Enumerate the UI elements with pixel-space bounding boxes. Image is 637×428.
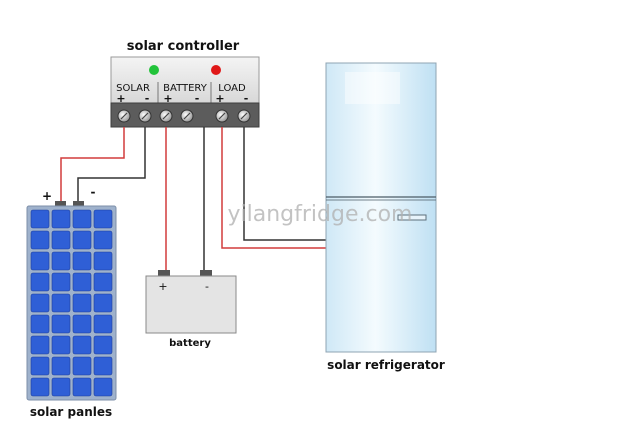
battery-label: battery <box>169 338 211 349</box>
battery-terminal-negative <box>200 270 212 277</box>
screw-slot <box>162 112 170 120</box>
solar-plus-sign: + <box>116 92 125 105</box>
solar-cell <box>72 293 92 313</box>
battery-body <box>145 275 237 334</box>
screw-slot <box>141 112 149 120</box>
solar-cell <box>51 335 71 355</box>
wire-solar-negative <box>77 127 146 203</box>
solar-cell <box>93 335 113 355</box>
solar-cell <box>30 356 50 376</box>
solar-cell <box>72 209 92 229</box>
load-plus-sign: + <box>215 92 224 105</box>
solar-cell <box>93 209 113 229</box>
panel-cells <box>30 209 113 397</box>
fridge-handle <box>397 214 427 221</box>
solar-cell <box>30 335 50 355</box>
solar-cell <box>72 272 92 292</box>
solar-minus-sign: - <box>145 92 150 105</box>
solar-cell <box>93 356 113 376</box>
solar-cell <box>30 314 50 334</box>
battery-plus-sign: + <box>158 280 167 293</box>
wire-load-positive <box>221 127 326 249</box>
solar-cell <box>93 251 113 271</box>
battery: + - battery <box>145 270 237 349</box>
solar-controller: solar controller SOLAR BATTERY LOAD + - … <box>110 39 260 128</box>
solar-cell <box>93 230 113 250</box>
controller-title: solar controller <box>127 39 240 54</box>
solar-cell <box>30 209 50 229</box>
solar-cell <box>93 377 113 397</box>
panel-terminal-negative <box>73 201 84 207</box>
wire-solar-positive <box>60 127 125 203</box>
panel-terminal-positive <box>55 201 66 207</box>
terminal-group-battery: BATTERY <box>163 83 208 94</box>
battery-minus-sign: - <box>195 92 200 105</box>
solar-cell <box>51 356 71 376</box>
panel-minus-sign: - <box>91 185 96 199</box>
solar-cell <box>72 335 92 355</box>
solar-cell <box>30 230 50 250</box>
solar-cell <box>51 377 71 397</box>
terminal-group-solar: SOLAR <box>116 83 150 94</box>
wire-load-negative <box>243 127 326 241</box>
solar-cell <box>51 314 71 334</box>
solar-cell <box>72 314 92 334</box>
battery-plus-sign: + <box>163 92 172 105</box>
solar-cell <box>51 209 71 229</box>
solar-cell <box>93 293 113 313</box>
solar-cell <box>30 293 50 313</box>
solar-panel: + - solar panles <box>26 185 117 419</box>
screw-slot <box>120 112 128 120</box>
wiring <box>60 127 326 273</box>
screw-slot <box>240 112 248 120</box>
fridge-body <box>325 62 437 353</box>
fridge-label: solar refrigerator <box>327 358 445 372</box>
solar-cell <box>51 272 71 292</box>
panel-label: solar panles <box>30 405 112 419</box>
battery-minus-sign: - <box>205 280 209 293</box>
terminal-group-load: LOAD <box>218 83 246 94</box>
solar-cell <box>93 272 113 292</box>
screw-slot <box>183 112 191 120</box>
solar-cell <box>30 377 50 397</box>
solar-cell <box>72 230 92 250</box>
controller-body <box>110 56 260 104</box>
screw-slot <box>218 112 226 120</box>
solar-cell <box>30 251 50 271</box>
fridge-highlight <box>345 72 400 104</box>
solar-cell <box>51 293 71 313</box>
solar-cell <box>93 314 113 334</box>
solar-cell <box>30 272 50 292</box>
status-led-red <box>211 65 221 75</box>
panel-plus-sign: + <box>42 189 52 203</box>
battery-terminal-positive <box>158 270 170 277</box>
solar-cell <box>51 230 71 250</box>
solar-cell <box>51 251 71 271</box>
solar-cell <box>72 377 92 397</box>
status-led-green <box>149 65 159 75</box>
solar-cell <box>72 356 92 376</box>
solar-cell <box>72 251 92 271</box>
watermark: yilangfridge.com <box>228 202 413 227</box>
terminal-screws <box>117 109 251 123</box>
solar-refrigerator: solar refrigerator <box>325 62 445 372</box>
load-minus-sign: - <box>244 92 249 105</box>
